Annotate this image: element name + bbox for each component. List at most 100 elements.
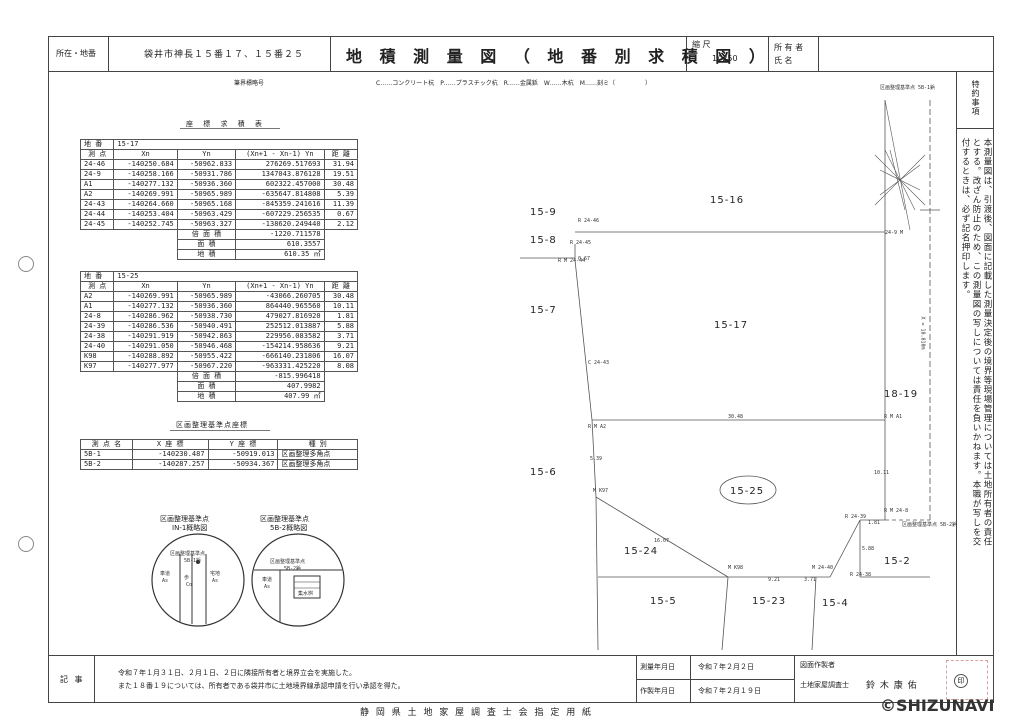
sketch1-walk: 歩 (184, 575, 190, 581)
point-label: R 24-38 (850, 572, 872, 578)
binding-hole (18, 536, 34, 552)
sketch1-as: As (162, 578, 169, 584)
table-row: 24-45-140252.745-50963.327-138620.249440… (79, 219, 359, 230)
point-label: M 24-40 (812, 565, 834, 571)
special-heading: 特約事項 (971, 80, 980, 116)
lot-label: 地 番 (79, 139, 115, 150)
sketch2-point-id: 5B-2鋲 (284, 566, 302, 572)
distance-label: 1.81 (868, 520, 881, 526)
sketch1-point-id: 5B-1鋲 (184, 558, 202, 564)
sketch2-as: As (264, 584, 271, 590)
sketch2-road: 車道 (262, 577, 273, 583)
point-label: M K97 (593, 488, 609, 494)
made-date: 令和７年２月１９日 (698, 687, 761, 695)
point-label: R M 24-44 (558, 258, 586, 264)
sketch1-diagram (151, 533, 245, 627)
distance-label: 9.21 (768, 577, 781, 583)
lot-label: 15-17 (714, 320, 749, 331)
document-frame (48, 36, 994, 703)
table-row: 24-40-140291.050-50946.468-154214.958636… (79, 341, 359, 352)
sketch2-title: 区画整理基準点 (260, 515, 309, 523)
lot-label: 15-5 (650, 596, 677, 607)
author-qualification: 土地家屋調査士 (800, 681, 849, 689)
lot-number: 15-25 (113, 271, 358, 282)
lot-label: 15-7 (530, 305, 557, 316)
survey-date: 令和７年２月２日 (698, 663, 754, 671)
lot-label: 15-4 (822, 598, 849, 609)
seal-stamp-icon (946, 660, 988, 700)
footer-text: 静 岡 県 土 地 家 屋 調 査 士 会 指 定 用 紙 (360, 708, 594, 718)
special-text: 本測量図は、引渡後、図面に記載した測量決定後の境界等現場管理については土地所有者… (960, 138, 992, 547)
point-label: 24-9 M (885, 230, 904, 236)
sketch1-point-label: 区画整理基準点 (170, 551, 206, 557)
legend-label: 筆界標略号 (234, 80, 265, 87)
lot-label: 15-16 (710, 195, 745, 206)
author-name: 鈴 木 康 佑 (866, 681, 918, 691)
point-label: R 24-39 (845, 514, 867, 520)
north-arrow-icon (874, 99, 926, 231)
distance-label: 16.07 (654, 538, 670, 544)
boundary-k97-k98 (595, 496, 729, 578)
point-label: C 24-43 (588, 360, 610, 366)
scale-value: 1/ 250 (712, 54, 738, 63)
notes-line2: また１８番１９については、所有者である袋井市に土地境界線承認申請を行い承認を得た… (118, 682, 405, 690)
lot-15-25-highlight (719, 475, 777, 505)
sketch1-co: Co (186, 582, 193, 588)
sketch1-lot: 宅地 (210, 571, 221, 577)
author-seal-icon: 印 (954, 674, 968, 688)
sketch2-basin: 集水桝 (298, 591, 314, 597)
watermark: ©SHIZUNAVI (880, 696, 995, 715)
distance-label: 30.48 (728, 414, 744, 420)
distance-label: 5.88 (862, 546, 875, 552)
distance-label: 0.67 (578, 256, 591, 262)
distance-label: X = 18.810m (919, 316, 926, 350)
sketch1-title: 区画整理基準点 (160, 515, 209, 523)
lot-label: 18-19 (884, 389, 919, 400)
scale-label: 縮 尺 (692, 40, 711, 49)
lot-label: 15-24 (624, 546, 659, 557)
ref-point-label: 区画整理基準点 5B-1鋲 (880, 85, 936, 91)
boundary-24-43-a2 (574, 259, 593, 421)
binding-hole (18, 256, 34, 272)
lot-label: 15-9 (530, 207, 557, 218)
sketch1-subtitle: IN-1概略図 (172, 524, 208, 532)
page-title: 地 積 測 量 図 （ 地 番 別 求 積 図 ） (346, 47, 771, 66)
sketch1-road: 車道 (160, 571, 171, 577)
table-row: 24-44-140253.404-50963.429-607229.256535… (79, 209, 359, 220)
made-date-label: 作製年月日 (640, 687, 675, 695)
coord-title: 座 標 求 積 表 (186, 120, 266, 128)
lot-label: 15-2 (884, 556, 911, 567)
lot-label: 15-6 (530, 467, 557, 478)
ref-title: 区画整理基準点座標 (176, 421, 248, 429)
lot-label: 地 番 (79, 271, 115, 282)
point-label: R 24-45 (570, 240, 592, 246)
author-label: 図面作製者 (800, 661, 835, 669)
survey-map (520, 99, 940, 651)
table-row: 24-43-140264.660-50965.168-845359.241616… (79, 199, 359, 210)
sketch2-diagram (251, 533, 345, 627)
point-label: R M 24-8 (884, 508, 909, 514)
point-label: R M A2 (588, 424, 607, 430)
owner-label: 所 有 者 (774, 43, 804, 52)
point-label: R M A1 (884, 414, 903, 420)
lot-label: 15-8 (530, 235, 557, 246)
lot-number: 15-17 (113, 139, 358, 150)
ref-point-label: 区画整理基準点 5B-2鋲 (902, 522, 958, 528)
distance-label: 10.11 (874, 470, 890, 476)
notes-line1: 令和７年１月３１日、２月１日、２日に隣接所有者と境界立会を実施した。 (118, 669, 356, 677)
distance-label: 3.71 (804, 577, 817, 583)
